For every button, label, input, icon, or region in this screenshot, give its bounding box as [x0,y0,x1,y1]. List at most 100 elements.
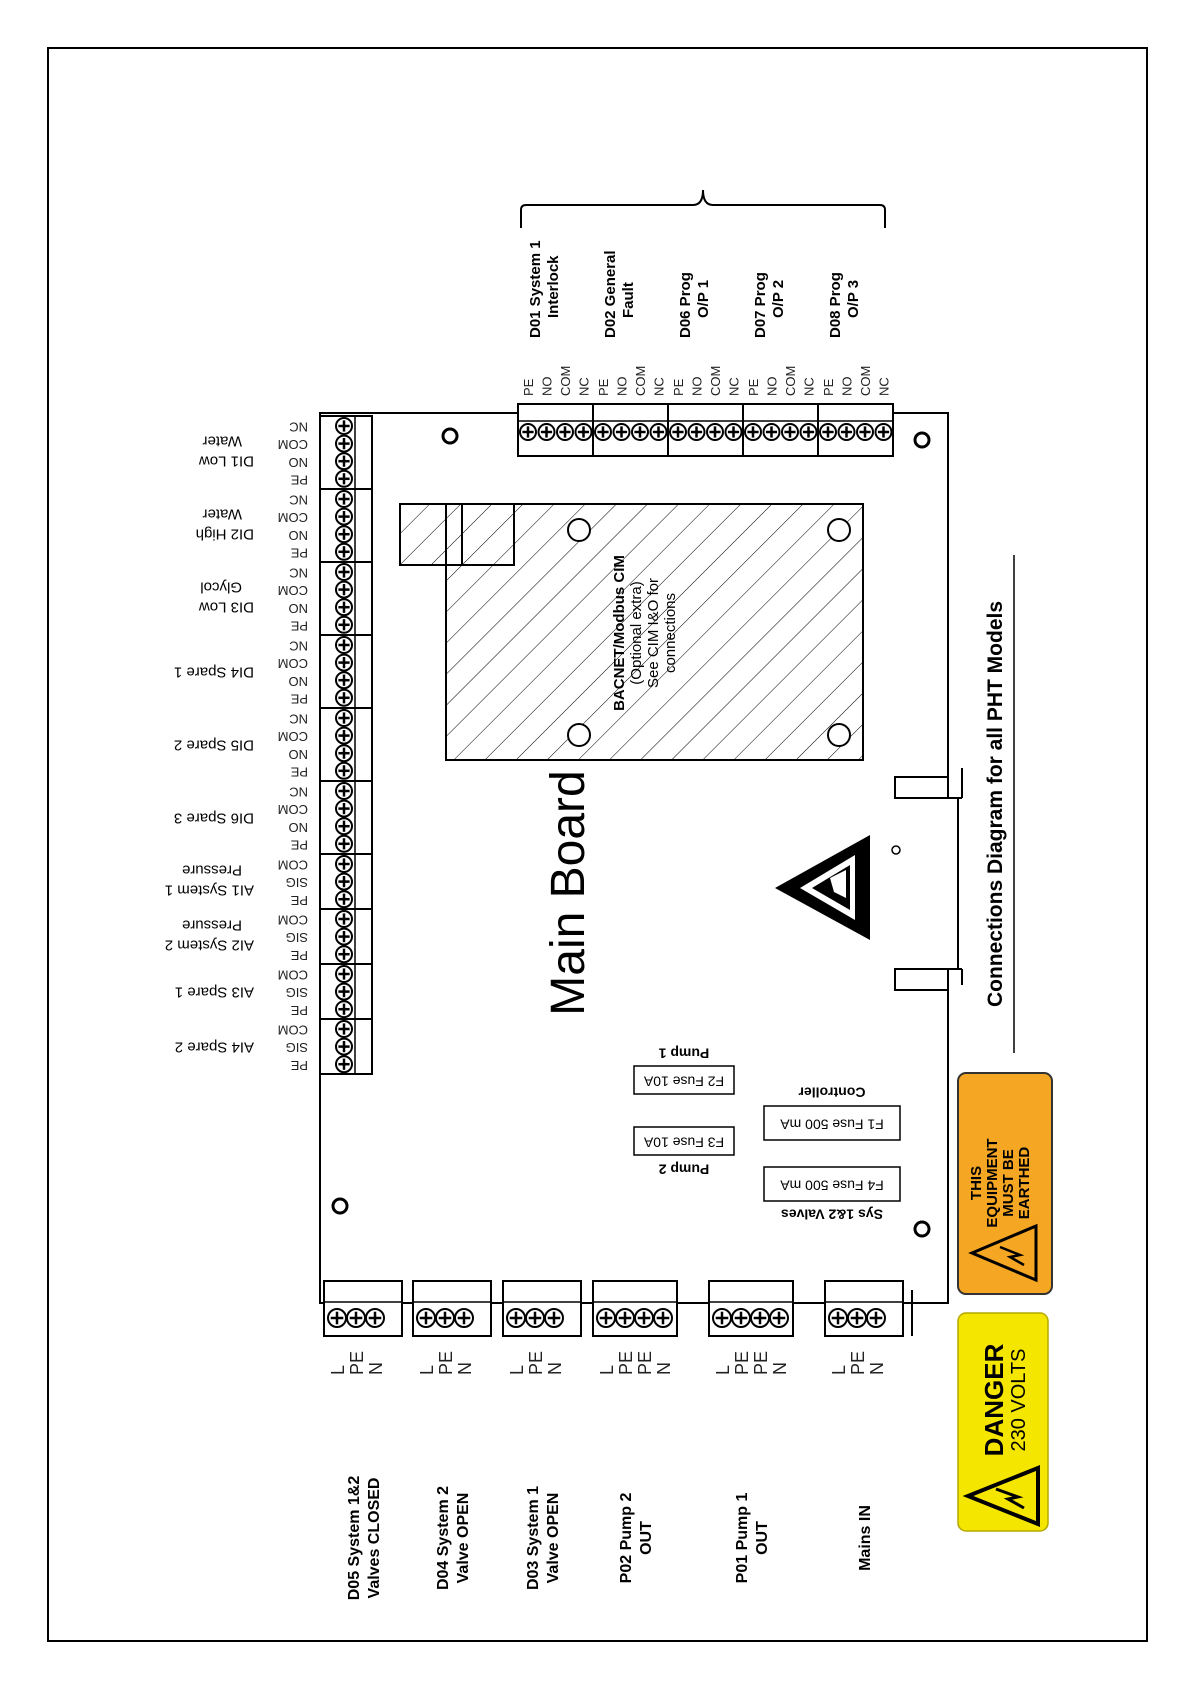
terminal-screw [519,423,537,441]
terminal-screw [335,945,353,964]
terminal-screw [525,1308,545,1328]
power-output-label: P02 Pump 2 [618,1493,635,1584]
pin-label: NO [289,528,309,543]
pin-label: COM [278,1023,308,1038]
terminal-screw [335,709,353,727]
relay-output-sublabel: Fault [620,282,637,318]
power-output-sublabel: OUT [638,1521,655,1555]
terminal-screw [335,563,353,581]
cim-connector [400,504,446,565]
input-sublabel: Glycol [200,579,242,596]
pin-label: L [328,1365,348,1375]
terminal-screw [335,688,353,707]
power-output-label: Mains IN [857,1505,874,1571]
terminal-screw [612,423,631,441]
input-label: DI6 Spare 3 [174,810,254,827]
pin-label: NC [877,377,892,396]
relay-output-label: D02 General [602,250,619,338]
pin-label: PE [290,545,308,560]
input-terminal-block: COM SIG PE AI4 Spare 2 [175,1018,373,1075]
fuse-f2-label: F2 Fuse 10A [643,1073,724,1089]
pin-label: PE [290,618,308,633]
fuse-f4-label: F4 Fuse 500 mA [780,1177,884,1193]
pin-label: NC [289,566,308,581]
pin-label: SIG [286,1040,308,1055]
mounting-hole [913,1220,931,1238]
terminal-screw [669,423,687,441]
cim-hole [567,518,591,542]
pin-label: PE [290,893,308,908]
pin-label: COM [278,729,308,744]
pin-label: COM [278,583,308,598]
fuse-f4: F4 Fuse 500 mA [763,1166,901,1202]
terminal-screw [335,872,353,891]
power-output-sublabel: Valves CLOSED [366,1478,383,1599]
terminal-screw [847,1308,867,1328]
pin-label: COM [783,366,798,396]
terminal-screw [365,1308,385,1328]
pin-label: COM [278,510,308,525]
fuse-f2: F2 Fuse 10A [633,1065,735,1095]
pin-label: SIG [286,930,308,945]
power-output-label: D03 System 1 [525,1486,542,1590]
pin-label: COM [278,913,308,928]
input-sublabel: Pressure [182,917,242,934]
input-label: AI4 Spare 2 [175,1039,254,1056]
pin-label: N [366,1362,386,1375]
pin-label: PE [290,764,308,779]
pin-label: N [545,1362,565,1375]
high-voltage-icon [962,1465,1040,1527]
pin-label: NO [289,747,309,762]
terminal-screw [874,423,893,441]
terminal-screw [346,1308,366,1328]
input-label: AI1 System 1 [165,882,254,899]
terminal-screw [335,417,353,435]
terminal-screw [335,653,353,672]
pin-label: NO [289,455,309,470]
pump2-fuse-label: Pump 2 [659,1161,710,1177]
input-sublabel: Water [203,506,242,523]
terminal-screw [828,1308,848,1328]
terminal-screw [615,1308,635,1328]
pin-label: PE [821,378,836,396]
pin-label: PE [848,1351,868,1375]
terminal-screw [454,1308,474,1328]
fuse-f1-label: F1 Fuse 500 mA [780,1116,884,1132]
terminal-screw [335,615,353,634]
terminal-screw [335,799,353,818]
power-output-sublabel: OUT [754,1521,771,1555]
relay-output-sublabel: Interlock [545,255,562,318]
cim-hole [827,518,851,542]
terminal-screw [335,855,353,873]
terminal-screw [544,1308,564,1328]
terminal-screw [744,423,762,441]
terminal-screw [799,423,818,441]
pin-label: NC [289,712,308,727]
terminal-screw [327,1308,347,1328]
terminal-screw [335,542,353,561]
pin-label: PE [290,1058,308,1073]
danger-line2: 230 VOLTS [1008,1348,1030,1451]
pin-label: PE [596,378,611,396]
danger-line1: DANGER [979,1343,1009,1456]
terminal-screw [731,1308,751,1328]
esd-warning-icon [775,835,870,940]
cim-label-line2: (Optional extra) [628,581,645,684]
terminal-screw [335,910,353,928]
pin-label: NO [765,377,780,397]
pin-label: NC [289,493,308,508]
pin-label: PE [635,1351,655,1375]
relay-output-sublabel: O/P 3 [845,280,862,318]
